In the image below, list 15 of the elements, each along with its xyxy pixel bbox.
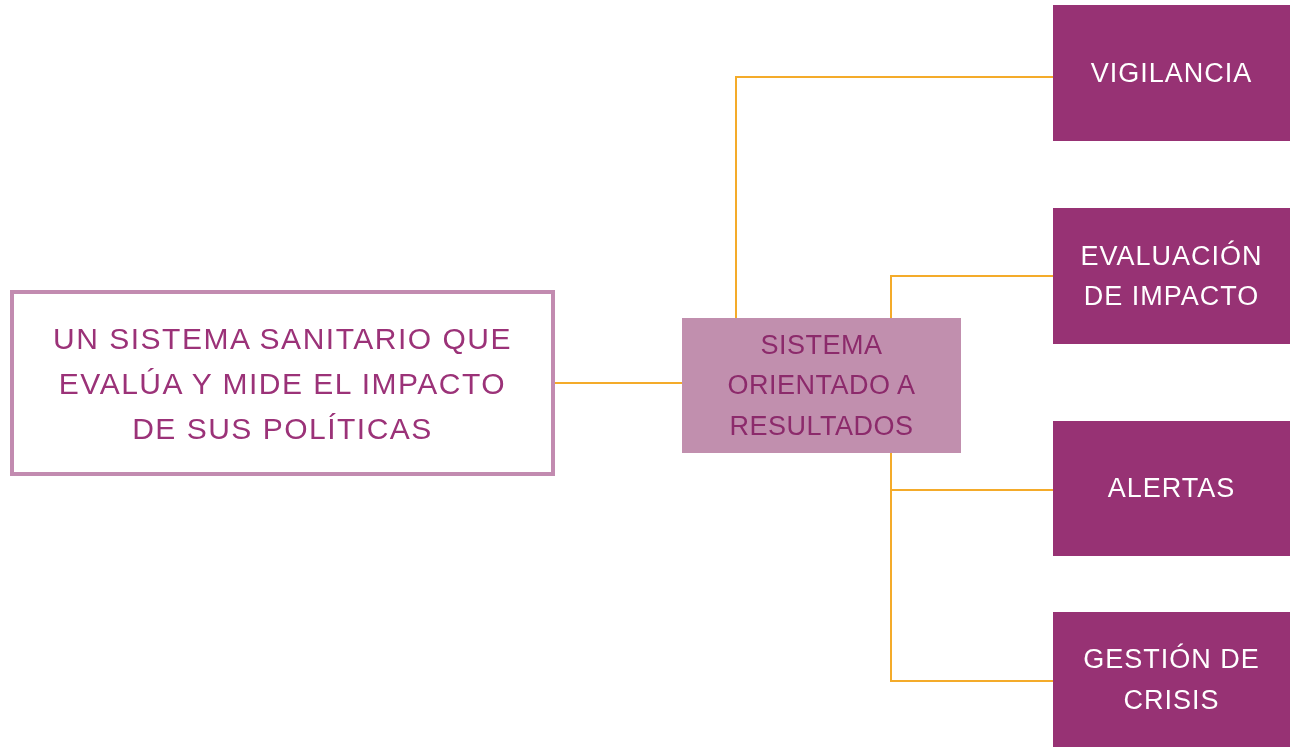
statement-box: [10, 290, 555, 476]
central-box: [682, 318, 961, 453]
box-label: UN SISTEMA SANITARIO QUE EVALÚA Y MIDE EL IMPACTO DE SUS POLÍTICAS: [52, 320, 513, 447]
box-label: GESTIÓN DE CRISIS: [1082, 642, 1261, 717]
category-box: [1053, 421, 1290, 556]
category-box: [1053, 208, 1290, 344]
category-box: [1053, 5, 1290, 141]
box-label: ALERTAS: [1107, 472, 1236, 506]
category-box: [1053, 612, 1290, 747]
connector-line: [735, 76, 1054, 319]
connector-line: [554, 382, 683, 384]
box-label: EVALUACIÓN DE IMPACTO: [1079, 239, 1264, 313]
box-label: SISTEMA ORIENTADO A RESULTADOS: [726, 328, 917, 443]
box-label: VIGILANCIA: [1090, 56, 1253, 90]
connector-line: [890, 275, 1054, 319]
